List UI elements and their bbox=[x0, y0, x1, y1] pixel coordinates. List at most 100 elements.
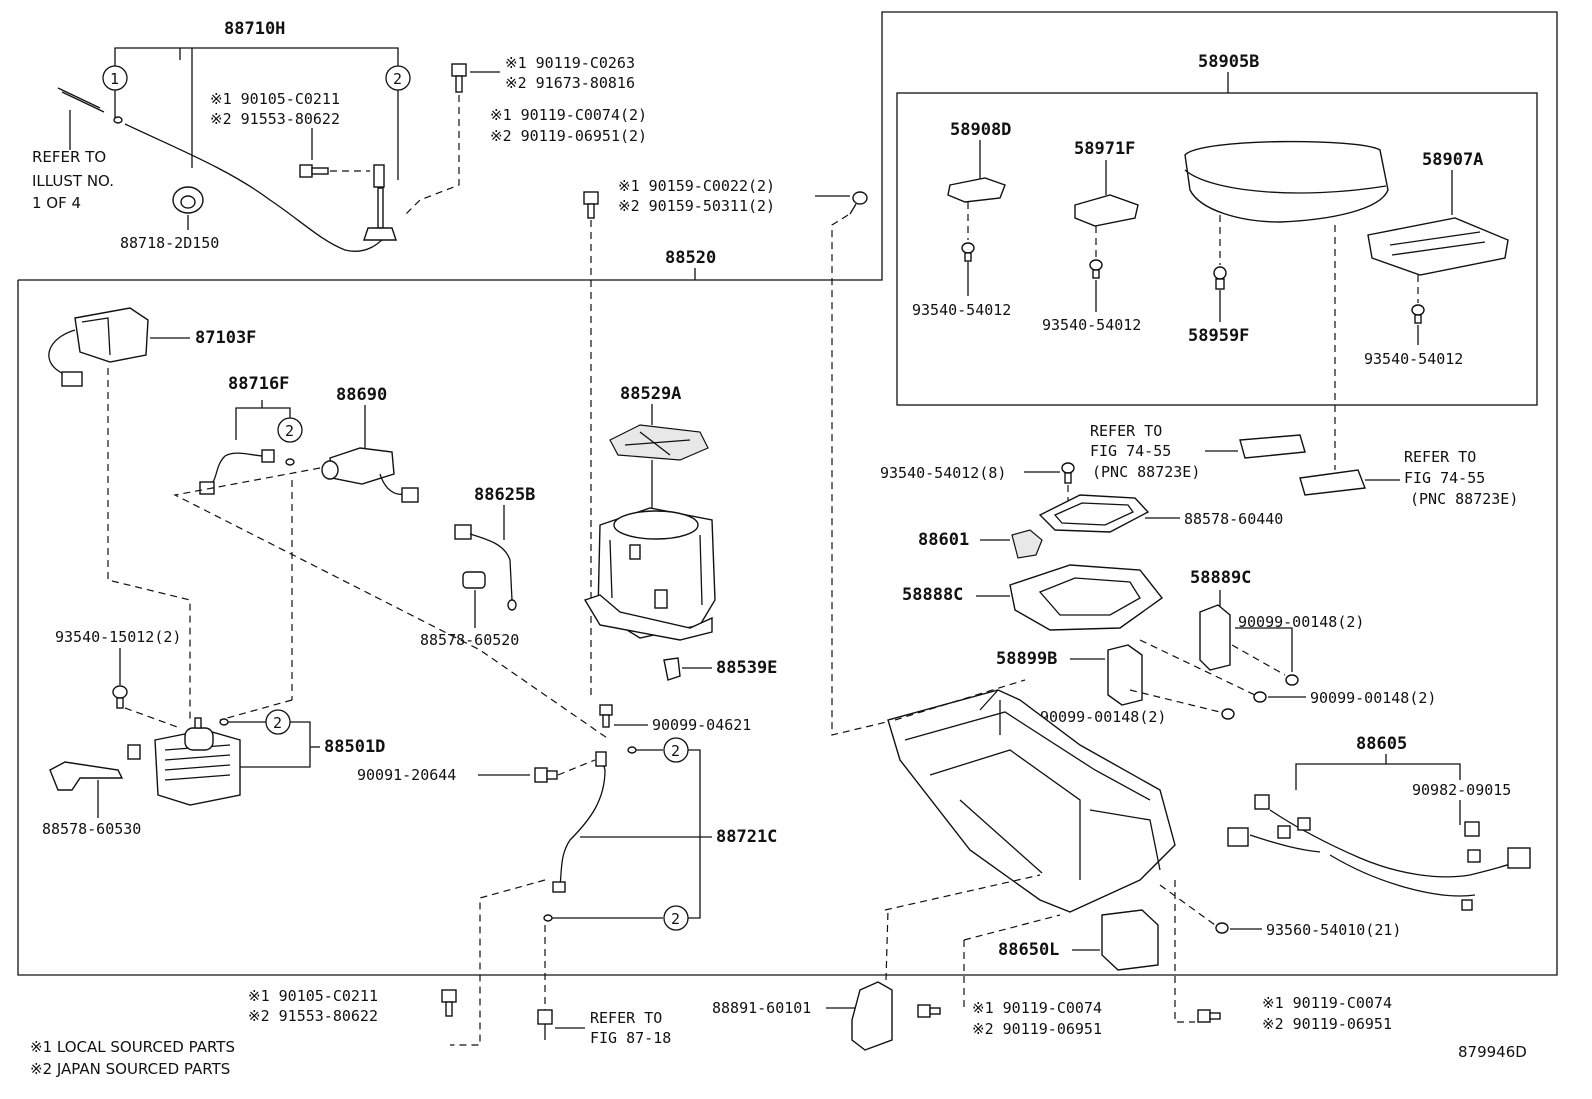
console-frame bbox=[17, 11, 1558, 976]
label-refer-74-a2: FIG 74-55 bbox=[1090, 442, 1171, 460]
part-shape bbox=[852, 191, 868, 205]
part-shape bbox=[373, 164, 385, 188]
part-shape bbox=[583, 191, 599, 205]
assembly-dashed-line bbox=[885, 909, 889, 981]
bolt-90119-C0263 bbox=[451, 63, 467, 93]
leader-line bbox=[81, 317, 111, 356]
leader-line bbox=[1249, 834, 1321, 853]
part-shape bbox=[1092, 269, 1100, 279]
part-shape bbox=[462, 571, 486, 589]
part-shape bbox=[587, 203, 595, 219]
label-88520: 88520 bbox=[665, 248, 716, 268]
part-shape bbox=[1253, 691, 1267, 703]
part-shape bbox=[1215, 278, 1225, 290]
leader-line bbox=[235, 407, 291, 440]
label-c2: 2 bbox=[285, 422, 294, 440]
label-p90099-148c: 90099-00148(2) bbox=[1040, 708, 1166, 726]
label-refer-illust-3: 1 OF 4 bbox=[32, 194, 81, 212]
part-shape bbox=[1089, 259, 1103, 271]
label-p88891: 88891-60101 bbox=[712, 999, 811, 1017]
part-shape bbox=[445, 1001, 453, 1017]
part-shape bbox=[629, 544, 641, 560]
pad-ref-b bbox=[1299, 469, 1366, 496]
part-shape bbox=[1209, 1012, 1221, 1020]
part-shape bbox=[1107, 644, 1143, 706]
label-bolt4-a: ※1 90159-C0022(2) bbox=[618, 177, 775, 195]
assembly-dashed-line bbox=[1231, 644, 1286, 676]
seal-88578-60440 bbox=[1038, 494, 1150, 533]
label-p58905b: 58905B bbox=[1198, 52, 1259, 72]
leader-line bbox=[1329, 854, 1476, 897]
assembly-dashed-line bbox=[884, 874, 1041, 911]
part-shape bbox=[329, 447, 395, 485]
label-p88605: 88605 bbox=[1356, 734, 1407, 754]
label-bolt3-b: ※2 90119-06951(2) bbox=[490, 127, 647, 145]
label-bolt6-b: ※2 90119-06951 bbox=[972, 1020, 1102, 1038]
part-shape bbox=[1277, 825, 1291, 839]
part-shape bbox=[851, 981, 893, 1051]
switch-88690 bbox=[321, 447, 419, 503]
label-bolt5-a: ※1 90105-C0211 bbox=[248, 987, 378, 1005]
part-shape bbox=[199, 481, 215, 495]
screw-93540-8 bbox=[1061, 462, 1075, 484]
assembly-dashed-line bbox=[1174, 880, 1195, 1023]
leader-line bbox=[979, 689, 1001, 735]
harness-88625B bbox=[454, 524, 517, 611]
part-shape bbox=[401, 487, 419, 503]
label-p88578-60520: 88578-60520 bbox=[420, 631, 519, 649]
shift-cable bbox=[57, 87, 397, 252]
part-shape bbox=[1414, 314, 1422, 324]
label-bolt2-b: ※2 91673-80816 bbox=[505, 74, 635, 92]
part-shape bbox=[917, 1004, 931, 1018]
leader-line bbox=[469, 533, 513, 601]
leader-line bbox=[48, 329, 76, 379]
screw-93560 bbox=[1215, 922, 1229, 934]
part-shape bbox=[219, 718, 229, 726]
label-refer-74-b1: REFER TO bbox=[1404, 448, 1476, 466]
part-shape bbox=[546, 770, 558, 780]
label-p90099-04621: 90099-04621 bbox=[652, 716, 751, 734]
bolt-90099-b bbox=[1253, 691, 1267, 703]
part-shape bbox=[1461, 899, 1473, 911]
bolt-90119-bottom1 bbox=[917, 1004, 941, 1018]
armrest-frame bbox=[896, 92, 1538, 406]
part-shape bbox=[595, 751, 607, 767]
assembly-dashed-line bbox=[173, 467, 611, 741]
label-bolt1-b: ※2 91553-80622 bbox=[210, 110, 340, 128]
part-shape bbox=[929, 1007, 941, 1015]
part-shape bbox=[1061, 462, 1075, 474]
harness-88605 bbox=[1227, 794, 1531, 911]
label-bolt3-a: ※1 90119-C0074(2) bbox=[490, 106, 647, 124]
part-shape bbox=[113, 116, 123, 124]
callout-circle bbox=[277, 417, 303, 443]
part-shape bbox=[377, 187, 384, 229]
part-shape bbox=[49, 761, 124, 791]
assembly-dashed-line bbox=[557, 759, 596, 776]
clip-88539E bbox=[663, 657, 681, 681]
label-c2: 2 bbox=[393, 70, 402, 88]
label-bolt2-a: ※1 90119-C0263 bbox=[505, 54, 635, 72]
leader-line bbox=[1089, 809, 1161, 871]
label-bolt7-b: ※2 90119-06951 bbox=[1262, 1015, 1392, 1033]
part-shape bbox=[1411, 304, 1425, 316]
assembly-dashed-line bbox=[219, 699, 293, 721]
label-refer-illust-1: REFER TO bbox=[32, 148, 106, 166]
part-shape bbox=[1467, 849, 1481, 863]
label-p93540-a: 93540-54012 bbox=[912, 301, 1011, 319]
part-shape bbox=[1221, 708, 1235, 720]
part-shape bbox=[116, 697, 124, 709]
leader-line bbox=[849, 203, 857, 215]
cable-88721C bbox=[552, 751, 607, 893]
part-shape bbox=[627, 746, 637, 754]
part-shape bbox=[454, 524, 472, 540]
label-p88501d: 88501D bbox=[324, 737, 385, 757]
label-p88721c: 88721C bbox=[716, 827, 777, 847]
part-shape bbox=[947, 177, 1006, 203]
leader-line bbox=[624, 431, 691, 456]
label-p93560: 93560-54010(21) bbox=[1266, 921, 1401, 939]
module-88650L bbox=[1101, 909, 1159, 971]
cup-holder-88520 bbox=[583, 507, 716, 641]
screw-93540-b bbox=[1089, 259, 1103, 279]
leader-line bbox=[1269, 809, 1521, 878]
bracket-58899B bbox=[1107, 644, 1143, 706]
